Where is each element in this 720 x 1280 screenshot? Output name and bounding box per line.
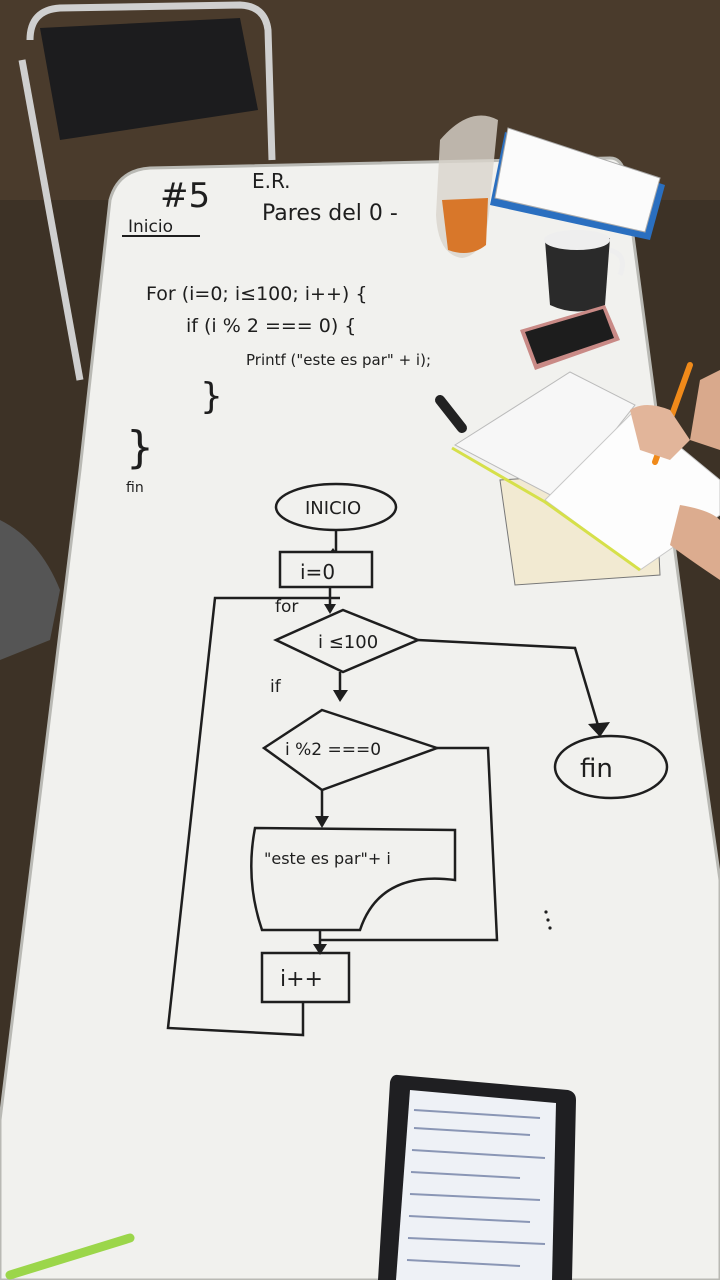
code-line-print: Printf ("este es par" + i); bbox=[246, 351, 431, 369]
flow-end bbox=[553, 734, 669, 800]
flow-start-label: INICIO bbox=[305, 498, 361, 519]
flow-increment bbox=[260, 951, 351, 1004]
tablet bbox=[378, 1074, 576, 1280]
flow-if-condition-label: i %2 ===0 bbox=[285, 740, 381, 760]
flow-init-label: i=0 bbox=[300, 560, 335, 584]
code-line-close-if: } bbox=[200, 376, 223, 417]
code-line-close-for: } bbox=[126, 422, 154, 473]
cushion bbox=[0, 520, 60, 660]
smartphone bbox=[520, 305, 620, 370]
code-line-for: For (i=0; i≤100; i++) { bbox=[146, 283, 367, 305]
small-notebook bbox=[490, 127, 665, 240]
flowchart bbox=[166, 482, 669, 1037]
flow-loop-condition bbox=[273, 608, 422, 674]
exercise-number: #5 bbox=[160, 176, 210, 216]
flow-increment-label: i++ bbox=[280, 967, 323, 992]
flow-arrowheads bbox=[313, 548, 610, 955]
flow-init bbox=[278, 550, 374, 589]
mug bbox=[544, 230, 625, 312]
flow-for-label: for bbox=[275, 597, 298, 617]
snack-bag bbox=[436, 115, 498, 258]
chair bbox=[18, 1, 276, 381]
flow-if-label: if bbox=[270, 677, 282, 697]
header-topic: Pares del 0 - bbox=[262, 201, 398, 226]
highlighter bbox=[5, 1233, 135, 1280]
label-inicio: Inicio bbox=[128, 217, 173, 237]
flow-end-label: fin bbox=[580, 754, 613, 784]
flow-output-label: "este es par"+ i bbox=[264, 849, 391, 868]
ellipsis-dots bbox=[544, 910, 552, 930]
marker-pen bbox=[435, 395, 467, 433]
label-fin: fin bbox=[126, 480, 144, 496]
header-er: E.R. bbox=[252, 169, 291, 193]
code-line-if: if (i % 2 === 0) { bbox=[186, 315, 356, 337]
flow-loop-condition-label: i ≤100 bbox=[318, 632, 378, 653]
hand-with-pencil bbox=[630, 362, 720, 580]
flow-output bbox=[250, 826, 457, 932]
